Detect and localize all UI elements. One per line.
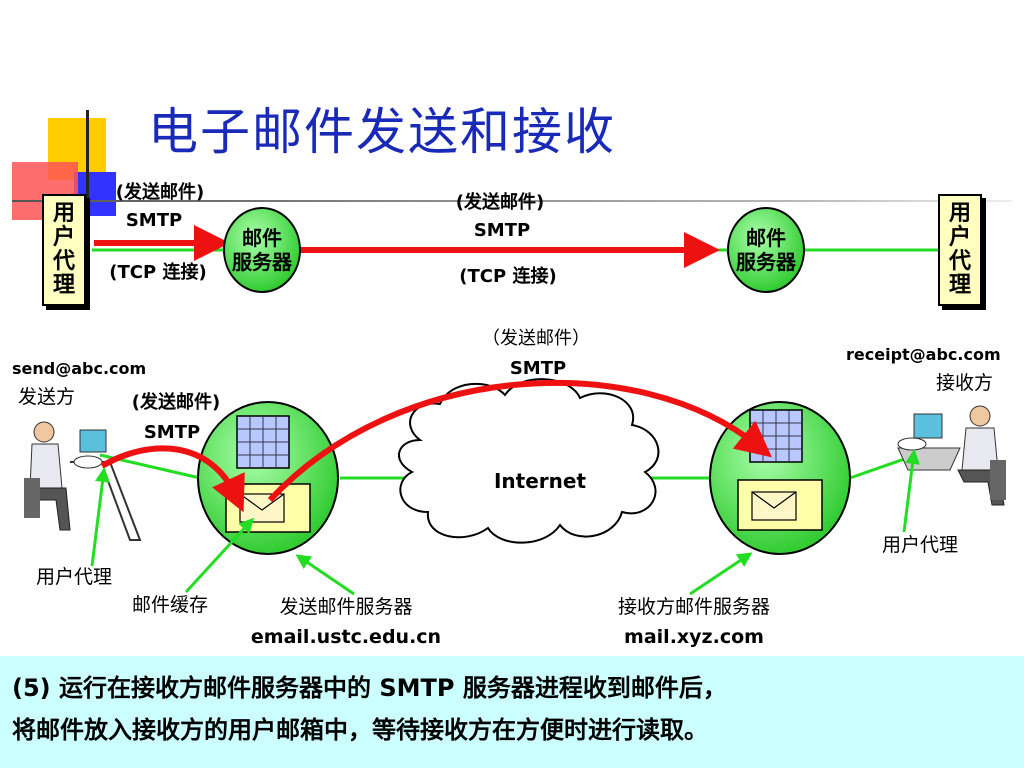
top-server-right-label: 邮件 服务器 xyxy=(736,226,796,274)
send-server-label: 发送邮件服务器 xyxy=(279,596,413,618)
top-arc-send-label: （发送邮件） xyxy=(482,328,590,349)
user-agent-right-label: 用户代理 xyxy=(882,534,959,556)
decor-horizontal-line xyxy=(12,200,1012,202)
pointer-mail-cache xyxy=(184,517,255,594)
bottom-smtp-label: SMTP xyxy=(143,422,201,443)
footer-note: (5) 运行在接收方邮件服务器中的 SMTP 服务器进程收到邮件后， 将邮件放入… xyxy=(0,656,1024,768)
bottom-send-label: (发送邮件) xyxy=(131,392,221,413)
sender-person-icon xyxy=(24,421,142,541)
top-left-smtp-label: SMTP xyxy=(125,210,183,231)
pointer-user-agent-left xyxy=(90,467,110,567)
server-label-line: 服务器 xyxy=(736,250,796,274)
top-user-agent-right: 用 户 代 理 xyxy=(938,194,982,306)
agent-char: 代 xyxy=(52,249,75,274)
top-arc-smtp-label: SMTP xyxy=(509,358,567,379)
arrow-send-to-recv-server xyxy=(267,379,772,503)
agent-char: 理 xyxy=(52,273,75,298)
recv-server-label: 接收方邮件服务器 xyxy=(617,596,771,618)
footer-line-2: 将邮件放入接收方的用户邮箱中，等待接收方在方便时进行读取。 xyxy=(12,716,708,744)
mail-cache-label: 邮件缓存 xyxy=(132,594,209,616)
agent-char: 用 xyxy=(948,201,971,226)
pointer-recv-server xyxy=(689,552,753,596)
send-server-domain: email.ustc.edu.cn xyxy=(250,626,442,648)
top-server-right-shape xyxy=(727,207,805,293)
agent-char: 户 xyxy=(948,225,971,250)
footer-line-1: (5) 运行在接收方邮件服务器中的 SMTP 服务器进程收到邮件后， xyxy=(12,674,727,702)
top-mid-send-label: (发送邮件) xyxy=(455,192,545,213)
server-label-line: 邮件 xyxy=(746,226,786,250)
top-left-send-label: (发送邮件) xyxy=(115,182,205,203)
decor-vertical-line xyxy=(86,110,89,220)
top-server-left-shape xyxy=(223,207,301,293)
server-label-line: 服务器 xyxy=(232,250,292,274)
agent-char: 户 xyxy=(52,225,75,250)
agent-char: 用 xyxy=(52,201,75,226)
server-label-line: 邮件 xyxy=(242,226,282,250)
user-agent-left-label: 用户代理 xyxy=(36,566,113,588)
internet-cloud-shape xyxy=(398,378,660,544)
sender-email: send@abc.com xyxy=(12,359,147,378)
top-user-agent-left: 用 户 代 理 xyxy=(42,194,86,306)
agent-char: 理 xyxy=(948,273,971,298)
receiver-email: receipt@abc.com xyxy=(846,345,1001,364)
receiver-label: 接收方 xyxy=(936,372,994,394)
recv-server-domain: mail.xyz.com xyxy=(624,626,764,648)
send-server-shape xyxy=(197,401,339,555)
arrow-agent-to-send-server xyxy=(100,445,245,513)
top-left-tcp-label: (TCP 连接) xyxy=(109,262,207,283)
pointer-send-server xyxy=(295,554,355,596)
top-mid-tcp-label: (TCP 连接) xyxy=(459,266,557,287)
agent-char: 代 xyxy=(948,249,971,274)
top-server-left-label: 邮件 服务器 xyxy=(232,226,292,274)
internet-label: Internet xyxy=(493,469,587,493)
top-mid-smtp-label: SMTP xyxy=(473,220,531,241)
sender-label: 发送方 xyxy=(18,386,76,408)
page-title: 电子邮件发送和接收 xyxy=(148,103,616,161)
pointer-user-agent-right xyxy=(902,449,920,533)
